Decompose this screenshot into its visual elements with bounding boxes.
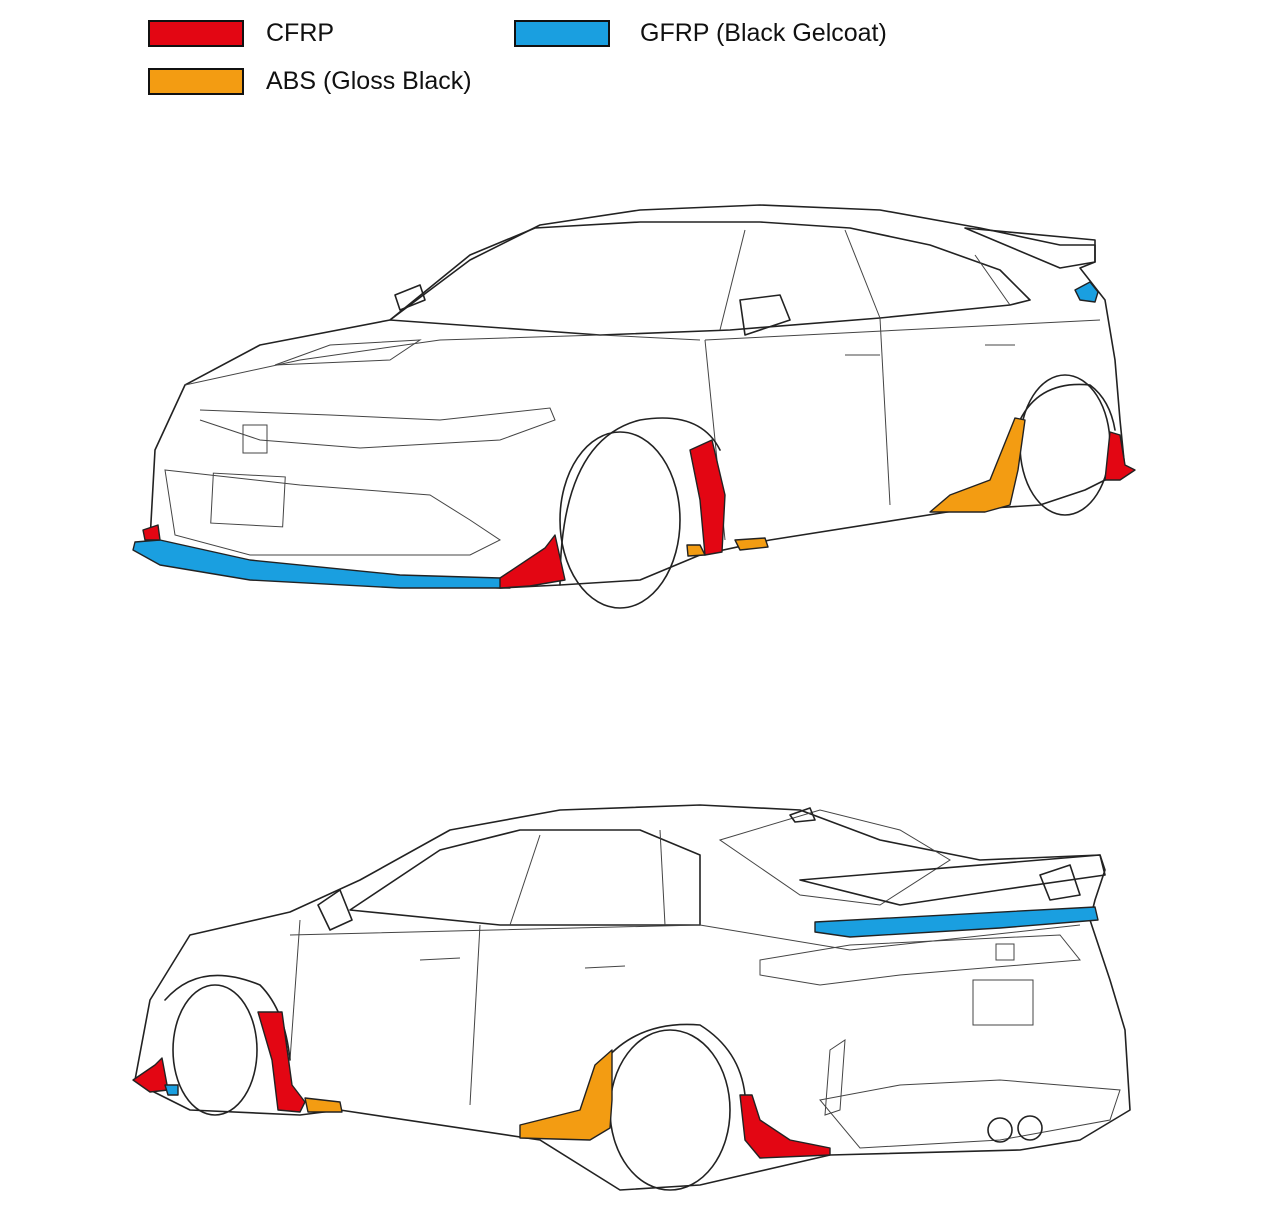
front-lip-side-cfrp bbox=[142, 524, 161, 541]
front-lip-gfrp bbox=[132, 539, 511, 589]
side-skirt-front-abs bbox=[304, 1097, 343, 1113]
rear-spoiler-gfrp bbox=[814, 906, 1099, 938]
front-canard-cfrp bbox=[132, 1057, 169, 1093]
legend-label: CFRP bbox=[266, 19, 335, 47]
rear-canard-cfrp bbox=[739, 1094, 831, 1159]
front-canard-cfrp bbox=[499, 534, 566, 589]
rear-wheel-spat-abs bbox=[929, 417, 1026, 513]
rear-spoiler-side-gfrp bbox=[1074, 281, 1099, 303]
legend-item-abs: ABS (Gloss Black) bbox=[148, 67, 472, 96]
legend-label: GFRP (Black Gelcoat) bbox=[640, 19, 887, 47]
car-rear-view bbox=[132, 804, 1131, 1191]
legend-label: ABS (Gloss Black) bbox=[266, 67, 472, 95]
cfrp-swatch bbox=[148, 20, 244, 47]
front-wheel-spat-cfrp bbox=[689, 439, 726, 556]
legend-item-gfrp: GFRP (Black Gelcoat) bbox=[514, 19, 887, 48]
legend-item-cfrp: CFRP bbox=[148, 19, 334, 48]
gfrp-swatch bbox=[514, 20, 610, 47]
abs-swatch bbox=[148, 68, 244, 95]
rear-canard-cfrp bbox=[1104, 431, 1136, 481]
rear-wheel-spat-abs bbox=[519, 1049, 613, 1141]
car-front-view bbox=[132, 204, 1136, 609]
side-skirt-front-abs-2 bbox=[734, 537, 769, 551]
side-skirt-front-abs bbox=[686, 544, 706, 557]
front-wheel-spat-cfrp bbox=[257, 1011, 306, 1113]
front-lip-gfrp bbox=[164, 1084, 179, 1096]
